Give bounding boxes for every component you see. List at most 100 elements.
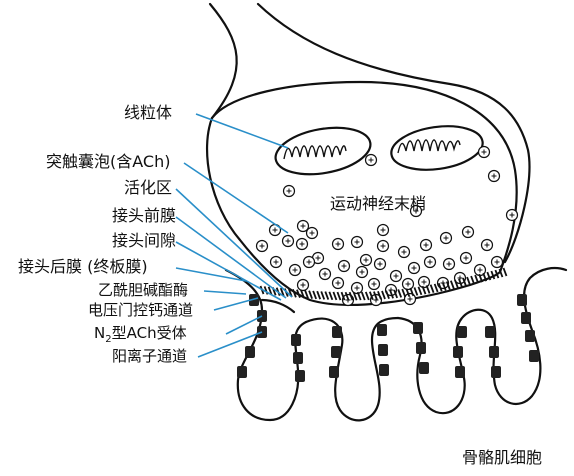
vesicle: [407, 261, 421, 275]
vesicle: [269, 255, 283, 269]
vesicle: [302, 255, 316, 269]
channel-block: [379, 364, 389, 376]
channel-block: [457, 326, 467, 338]
vesicle: [389, 269, 403, 283]
synaptic-vesicles: [255, 145, 519, 307]
vesicle: [442, 257, 456, 271]
membrane-hatch-mark: [296, 289, 301, 298]
ion-channels: [237, 294, 539, 382]
vesicle: [403, 292, 417, 306]
label-vesicle: 突触囊泡(含ACh): [46, 152, 170, 171]
channel-block: [377, 324, 387, 336]
channel-block: [249, 294, 259, 306]
channel-block: [525, 330, 535, 342]
membrane-hatch-mark: [413, 287, 419, 296]
membrane-hatch-mark: [369, 291, 374, 301]
vesicle: [487, 169, 501, 183]
vesicle: [373, 257, 387, 271]
channel-block: [245, 346, 255, 358]
channel-block: [521, 312, 531, 324]
vesicle: [439, 231, 453, 245]
vesicle: [376, 223, 390, 237]
label-muscle: 骨骼肌细胞: [462, 448, 542, 467]
membrane-hatch-mark: [421, 285, 427, 295]
vesicle: [282, 184, 296, 198]
mitochondrion-right: [390, 125, 484, 171]
membrane-hatch-mark: [474, 274, 479, 284]
membrane-hatch-mark: [433, 283, 439, 293]
vesicle: [461, 225, 475, 239]
channel-block: [295, 370, 305, 382]
membrane-hatch-mark: [304, 290, 309, 299]
vesicle: [255, 239, 269, 253]
vesicle: [384, 283, 398, 297]
membrane-hatch-mark: [405, 288, 411, 297]
channel-block: [529, 350, 539, 362]
membrane-hatch-mark: [417, 286, 423, 296]
channel-block: [485, 326, 495, 338]
channel-block: [491, 366, 501, 378]
label-presynaptic-membrane: 接头前膜: [112, 206, 176, 225]
vesicle: [268, 223, 282, 237]
membrane-hatch-mark: [470, 275, 475, 285]
membrane-hatch-mark: [340, 291, 346, 301]
label-active-zone: 活化区: [124, 178, 172, 197]
vesicle: [359, 253, 373, 267]
membrane-hatch-mark: [409, 287, 415, 297]
vesicle: [459, 251, 473, 265]
membrane-hatch-mark: [445, 281, 451, 290]
channel-block: [413, 322, 423, 334]
vesicle: [490, 255, 504, 269]
vesicle: [295, 237, 309, 251]
membrane-hatch-mark: [450, 280, 455, 290]
membrane-hatch-mark: [478, 273, 484, 283]
vesicle: [364, 153, 378, 167]
membrane-hatch-mark: [352, 291, 358, 301]
membrane-hatch-mark: [425, 285, 431, 294]
membrane-hatch-mark: [429, 284, 435, 294]
channel-block: [293, 352, 303, 364]
membrane-hatch-mark: [267, 286, 273, 296]
channel-block: [331, 346, 341, 358]
channel-block: [517, 294, 527, 306]
label-receptor-line2: 阳离子通道: [112, 347, 187, 365]
membrane-hatch-mark: [356, 291, 362, 301]
membrane-hatch-mark: [348, 291, 354, 301]
membrane-hatch-mark: [292, 288, 297, 298]
membrane-hatch-mark: [308, 290, 313, 299]
vesicle: [305, 226, 319, 240]
vesicle: [296, 219, 310, 233]
channel-block: [329, 366, 339, 378]
channel-block: [416, 342, 426, 354]
channel-block: [455, 366, 465, 378]
label-synaptic-cleft: 接头间隙: [112, 231, 176, 250]
vesicle: [409, 204, 423, 218]
channel-block: [419, 362, 429, 374]
channel-block: [489, 346, 499, 358]
vesicle: [296, 278, 310, 292]
nerve-terminal: [205, 80, 518, 306]
membrane-hatch-mark: [458, 278, 463, 288]
membrane-hatch-mark: [502, 267, 508, 277]
label-ca-channel: 电压门控钙通道: [88, 301, 193, 319]
label-receptor-line1: N2型ACh受体: [94, 324, 187, 345]
membrane-hatch-mark: [328, 291, 334, 301]
vesicle: [331, 237, 345, 251]
membrane-hatch-mark: [441, 282, 447, 291]
vesicle: [417, 275, 431, 289]
vesicle: [376, 239, 390, 253]
vesicle: [331, 276, 345, 290]
vesicle: [318, 267, 332, 281]
membrane-hatch-mark: [454, 279, 459, 289]
membrane-hatch-mark: [316, 290, 322, 300]
membrane-hatch-mark: [300, 289, 305, 299]
membrane-hatch-mark: [381, 290, 386, 300]
membrane-hatch-mark: [437, 282, 443, 292]
membrane-hatch-mark: [385, 290, 390, 299]
vesicle: [350, 235, 364, 249]
vesicle: [419, 238, 433, 252]
membrane-hatch-mark: [320, 291, 326, 300]
vesicle: [355, 265, 369, 279]
